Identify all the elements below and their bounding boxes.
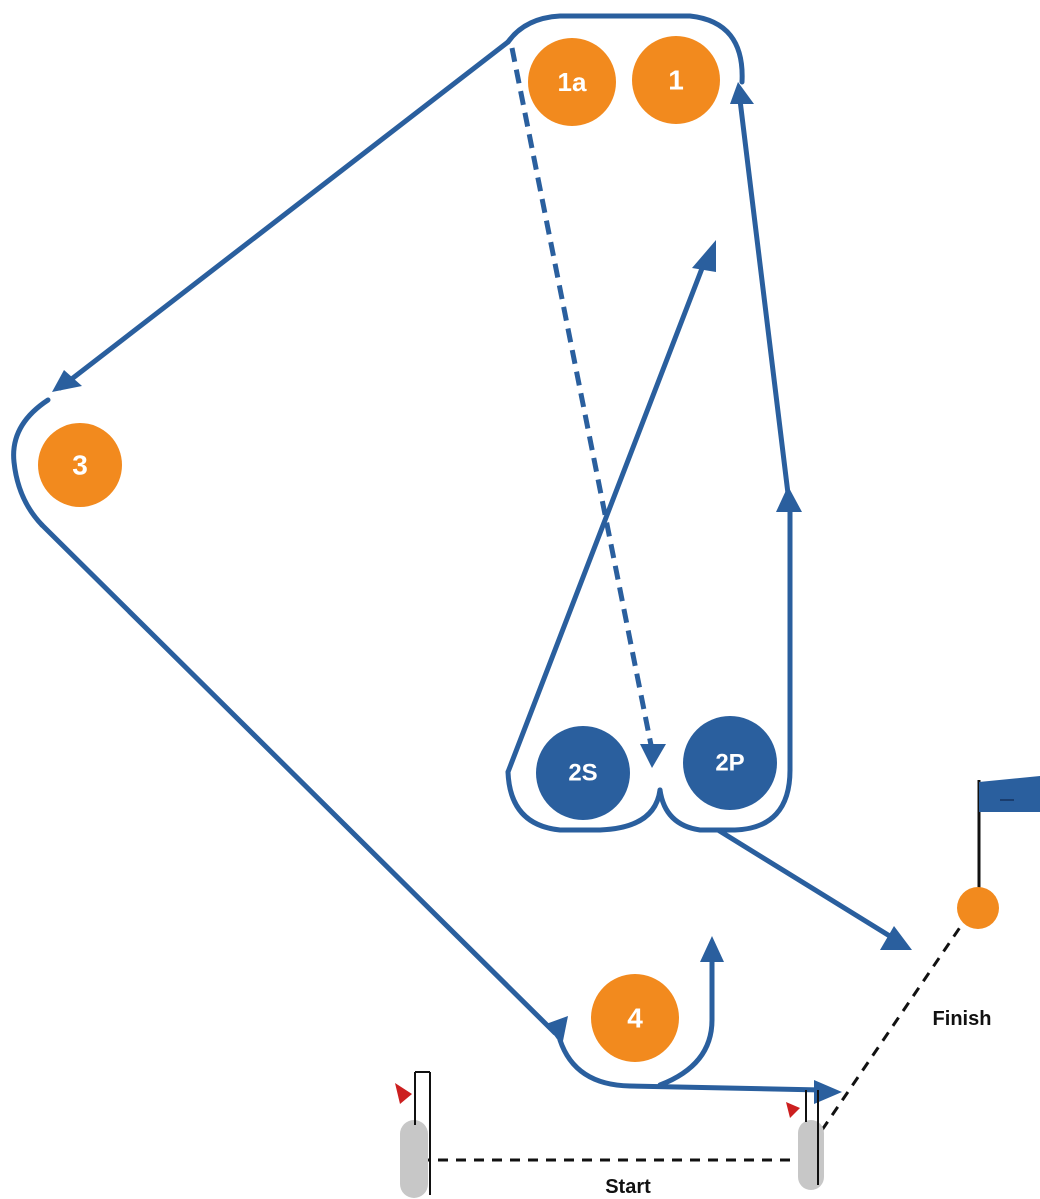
leg-2p-to-finish: [715, 827, 896, 941]
arrow-icon: [640, 744, 666, 768]
committee-boat-icon: [786, 1090, 824, 1190]
arrow-icon: [700, 936, 724, 962]
arrow-icon: [692, 240, 716, 272]
arrow-icon: [546, 1016, 568, 1046]
leg-4-up: [657, 957, 715, 1088]
mark-2s-label: 2S: [568, 760, 597, 787]
finish-mark: [957, 887, 999, 929]
mark-3-label: 3: [72, 450, 88, 481]
mark-4-label: 4: [627, 1003, 643, 1034]
finish-line: [820, 919, 967, 1131]
mark-1a: [528, 38, 616, 126]
mark-4: [591, 974, 679, 1062]
leg-2s-up: [505, 255, 709, 775]
arrow-icon: [730, 82, 754, 104]
mark-1: [632, 36, 720, 124]
finish-label: Finish: [933, 1008, 992, 1030]
mark-1-label: 1: [668, 65, 684, 96]
mark-2p-label: 2P: [715, 750, 744, 777]
leg-1-to-3: [57, 39, 511, 391]
committee-boat-icon: [395, 1071, 431, 1198]
arrowheads: [52, 82, 912, 1104]
start-label: Start: [605, 1176, 651, 1198]
flag-icon: [977, 776, 1040, 895]
arrow-icon: [880, 926, 912, 950]
arrow-icon: [52, 370, 82, 392]
rounding-4: [557, 1037, 825, 1093]
mark-3: [38, 423, 122, 507]
rounding-3: [11, 397, 51, 528]
top-rounding: [505, 13, 745, 85]
course-legs: [11, 13, 896, 1093]
mark-2s: [536, 726, 630, 820]
arrow-icon: [814, 1080, 842, 1104]
mark-1a-label: 1a: [558, 67, 587, 97]
rounding-2p: [657, 767, 793, 833]
arrow-icon: [776, 486, 802, 512]
rounding-2s: [505, 769, 663, 833]
mark-2p: [683, 716, 777, 810]
leg-3-to-4: [39, 522, 558, 1036]
leg-2p-to-1: [737, 97, 793, 773]
dashed-leg-1a-to-2: [509, 47, 655, 751]
